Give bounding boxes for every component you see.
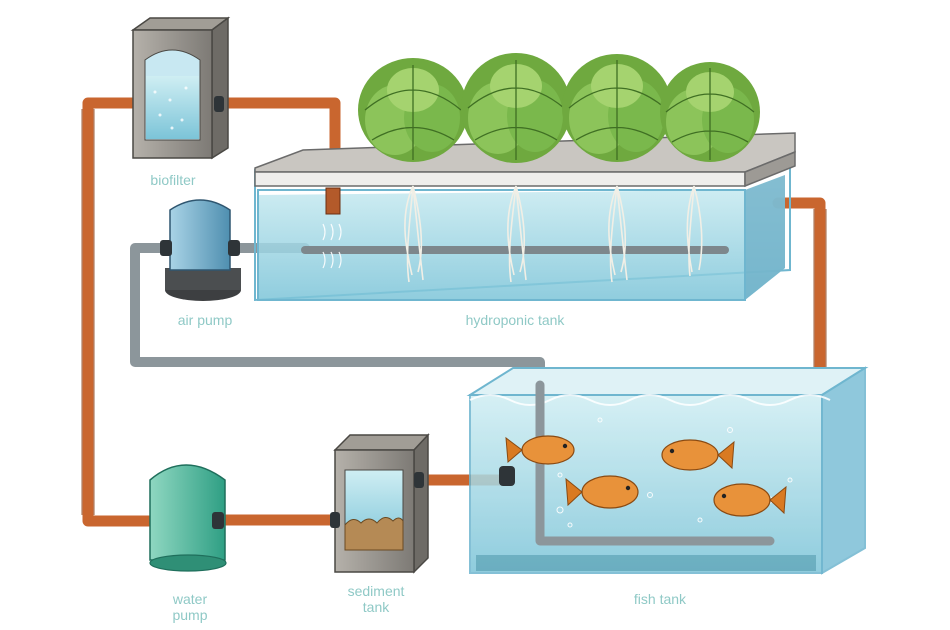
sediment-tank-label: sediment tank <box>331 583 421 615</box>
roots-3 <box>608 185 628 283</box>
roots-2 <box>507 185 527 283</box>
fish-tank <box>466 366 869 575</box>
sediment-tank-label-line2: tank <box>362 599 390 615</box>
pipe-hydroponic-to-fishtank <box>772 197 826 381</box>
lettuce-4 <box>660 62 760 162</box>
lettuce-1 <box>358 58 468 162</box>
roots-4 <box>686 185 703 277</box>
biofilter <box>130 16 231 160</box>
water-pipes <box>82 97 826 527</box>
lettuce-3 <box>562 54 672 162</box>
fish-2 <box>661 439 735 471</box>
sediment-tank <box>330 433 430 574</box>
fish-1 <box>505 435 575 465</box>
fish-3 <box>565 475 639 509</box>
fish-tank-label: fish tank <box>633 591 687 607</box>
water-pump-label-line2: pump <box>172 607 208 623</box>
water-pump <box>149 464 227 572</box>
water-pump-label-line1: water <box>172 591 208 607</box>
pipe-biofilter-to-hydroponic <box>216 97 341 154</box>
lettuce-2 <box>461 53 571 163</box>
air-pump <box>160 199 241 301</box>
air-pump-label: air pump <box>177 312 233 328</box>
lettuce-plants <box>358 53 760 163</box>
sediment-tank-label-line1: sediment <box>347 583 405 599</box>
pipe-pump-to-biofilter <box>82 97 158 527</box>
hydroponic-tank-label: hydroponic tank <box>465 312 565 328</box>
roots-1 <box>404 185 424 283</box>
fish-4 <box>713 483 787 517</box>
water-pump-label: water pump <box>150 591 230 623</box>
biofilter-label: biofilter <box>150 172 196 188</box>
